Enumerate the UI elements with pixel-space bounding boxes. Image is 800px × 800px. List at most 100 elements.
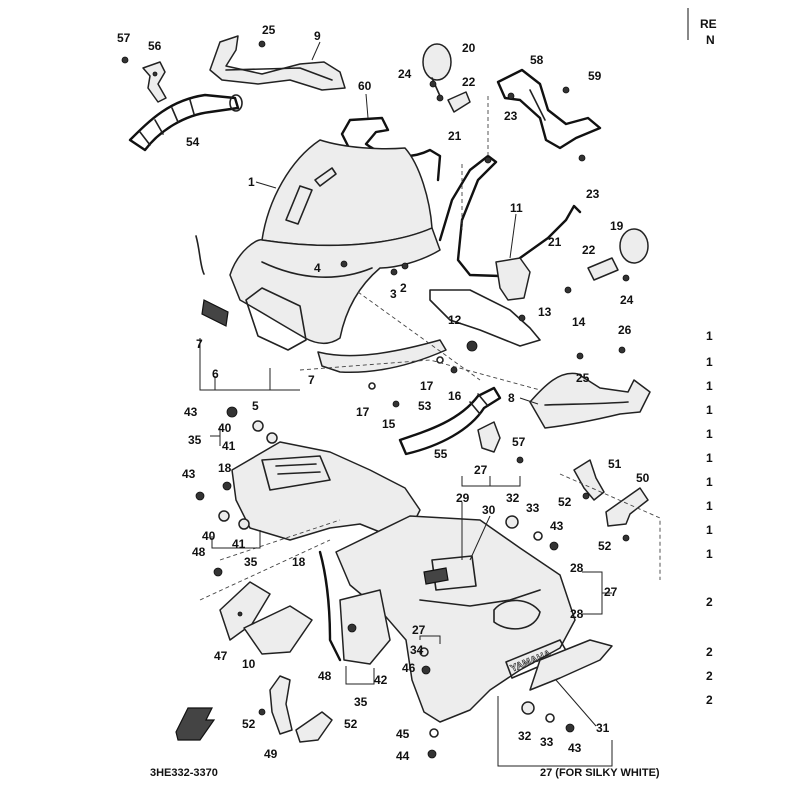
callout-54: 54 [186,135,200,149]
callout-35a: 35 [188,433,202,447]
side-cover-8-body [529,372,651,429]
bracket-55 [477,421,501,453]
assembly-line-4 [199,539,331,601]
inner-panel-42-body [339,589,391,665]
callout-17a: 17 [420,379,434,393]
callout-23a: 23 [504,109,518,123]
callout-27b: 27 [604,585,618,599]
callout-41a: 41 [222,439,236,453]
callout-22a: 22 [462,75,476,89]
bolt-13 [518,314,526,322]
stay-9-body [209,35,346,91]
grommet-34 [419,647,429,657]
callout-6: 6 [212,367,219,381]
callout-33b: 33 [540,735,554,749]
bolt-43-right-upper [549,541,559,551]
hose-53-body [398,386,502,456]
stay-22-top [447,91,471,113]
bolt-25-mid [576,352,584,360]
margin-mark-7: 1 [706,475,713,489]
hose-54-end [229,94,243,112]
mirror-19-head [619,228,649,264]
nut-23-mid [578,154,586,162]
assembly-line-6 [219,519,341,561]
callout-22b: 22 [582,243,596,257]
callout-21b: 21 [548,235,562,249]
inner-panel-10-body [243,605,313,655]
brace-58 [496,68,602,150]
callout-7b: 7 [308,373,315,387]
bracket-49 [269,675,293,735]
bracket-56 [142,61,167,103]
callout-51: 51 [608,457,622,471]
bracket-56-body [142,61,167,103]
bolt-4 [340,260,348,268]
callout-15: 15 [382,417,396,431]
callout-25b: 25 [576,371,590,385]
margin-mark-11: 2 [706,595,713,609]
callout-18b: 18 [292,555,306,569]
frame-stay-11-bracket [495,257,531,301]
leader-11 [509,213,517,259]
frame-stay-11-bar [438,154,502,278]
bolt-25-top [258,40,266,48]
margin-mark-3: 1 [706,379,713,393]
bolt-48-lower [347,623,357,633]
callout-58: 58 [530,53,544,67]
callout-11: 11 [510,201,523,215]
hose-53 [398,386,502,456]
bolt-59 [562,86,570,94]
callout-42: 42 [374,673,388,687]
part-18-top [222,481,232,491]
callout-28a: 28 [570,561,584,575]
bolt-57-top [121,56,129,64]
bolt-57-mid [516,456,524,464]
leader-30 [469,515,491,561]
callout-60: 60 [358,79,372,93]
hose-54 [128,93,240,152]
bolt-43-right-lower [565,723,575,733]
brace-58-frame [496,68,602,150]
margin-mark-10: 1 [706,547,713,561]
windshield-1-highlight [285,185,313,225]
callout-55: 55 [434,447,448,461]
callout-35b: 35 [244,555,258,569]
bracket-50-body [605,487,649,527]
inner-panel-10 [243,605,313,655]
bolt-52-lower-left [258,708,266,716]
callout-17b: 17 [356,405,370,419]
margin-mark-12: 2 [706,645,713,659]
callout-14: 14 [572,315,586,329]
bracket-52-lower-body [295,711,333,743]
collar-33-upper [533,531,543,541]
lower-cowl-main [335,515,576,723]
side-cover-8-edge [544,401,629,406]
callout-27c: 27 [412,623,426,637]
inner-panel-47-hole [237,611,243,617]
margin-mark-13: 2 [706,669,713,683]
callout-32b: 32 [518,729,532,743]
callout-21a: 21 [448,129,462,143]
bolt-15 [392,400,400,408]
callout-23b: 23 [586,187,600,201]
callout-1: 1 [248,175,255,189]
callout-25a: 25 [262,23,276,37]
callout-35c: 35 [354,695,368,709]
callout-34: 34 [410,643,424,657]
callout-57b: 57 [512,435,526,449]
callout-52d: 52 [344,717,358,731]
grommet-32-upper [505,515,519,529]
hose-54-group [128,93,243,152]
callout-9: 9 [314,29,321,43]
callout-32a: 32 [506,491,520,505]
bracket-52-lower [295,711,333,743]
callout-10: 10 [242,657,256,671]
inner-panel-47 [219,581,271,641]
windshield-1-screen [261,139,433,247]
callout-44: 44 [396,749,410,763]
assembly-line-5 [559,473,661,580]
collar-41-top [266,432,278,444]
callout-53: 53 [418,399,432,413]
bolt-52-right-upper [582,492,590,500]
under-panel-31 [529,639,613,691]
